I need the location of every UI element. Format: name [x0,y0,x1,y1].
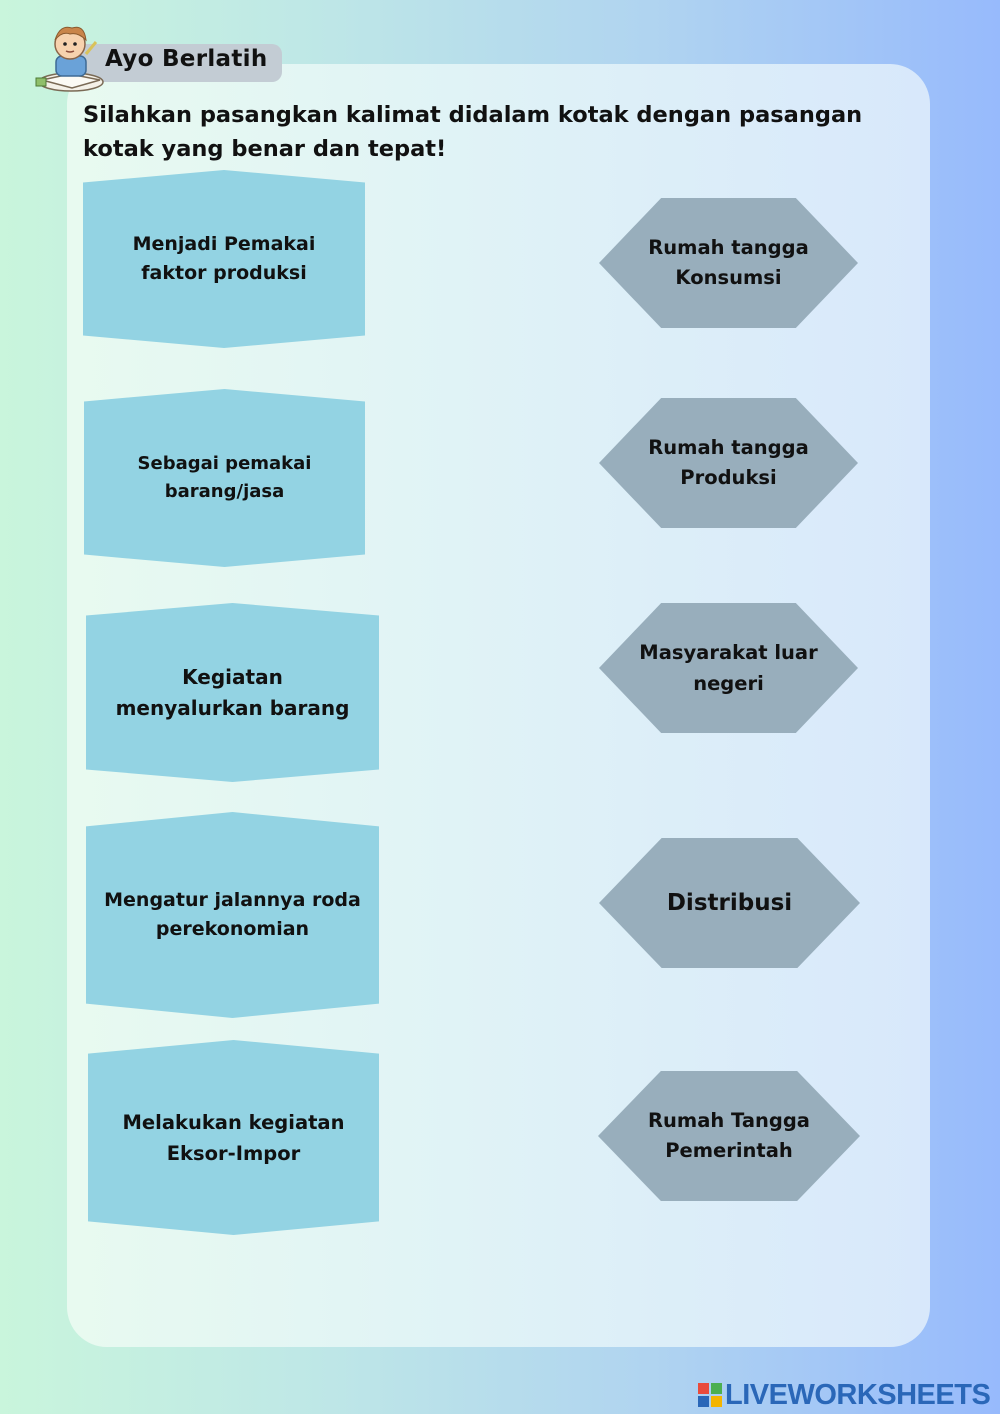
left-box-4[interactable]: Mengatur jalannya roda perekonomian [86,812,379,1018]
left-box-2[interactable]: Sebagai pemakai barang/jasa [84,389,365,567]
right-hex-1-line1: Rumah tangga [648,236,809,259]
right-hex-2-line1: Rumah tangga [648,436,809,459]
liveworksheets-logo: LIVEWORKSHEETS [698,1378,991,1411]
right-hex-3-line1: Masyarakat luar [639,641,818,664]
left-box-1[interactable]: Menjadi Pemakai faktor produksi [83,170,365,348]
left-box-1-line1: Menjadi Pemakai [132,233,316,255]
left-box-1-line2: faktor produksi [141,262,307,284]
left-box-4-line2: perekonomian [155,918,310,940]
right-hex-4-line1: Distribusi [666,890,793,916]
right-hex-5-line1: Rumah Tangga [648,1109,810,1132]
right-hex-3-line2: negeri [693,672,764,695]
left-box-3[interactable]: Kegiatan menyalurkan barang [86,603,379,782]
right-hex-3[interactable]: Masyarakat luar negeri [599,603,858,733]
header-title: Ayo Berlatih [105,46,268,72]
right-hex-1-line2: Konsumsi [675,266,782,289]
left-box-3-line2: menyalurkan barang [115,695,350,720]
right-hex-4[interactable]: Distribusi [599,838,860,968]
left-box-2-line1: Sebagai pemakai [137,453,312,474]
right-hex-5-line2: Pemerintah [665,1139,793,1162]
right-hex-2-line2: Produksi [680,466,777,489]
brand-name: LIVEWORKSHEETS [725,1378,991,1411]
instruction-text: Silahkan pasangkan kalimat didalam kotak… [83,102,863,162]
header-badge [60,44,282,82]
student-reading-icon [35,26,104,92]
left-box-3-line1: Kegiatan [182,664,283,689]
left-box-5-line2: Eksor-Impor [166,1141,301,1165]
left-box-2-line2: barang/jasa [164,481,285,502]
left-box-4-line1: Mengatur jalannya roda [104,889,361,911]
liveworksheets-blocks-icon [698,1383,722,1407]
left-box-5-line1: Melakukan kegiatan [122,1110,345,1134]
